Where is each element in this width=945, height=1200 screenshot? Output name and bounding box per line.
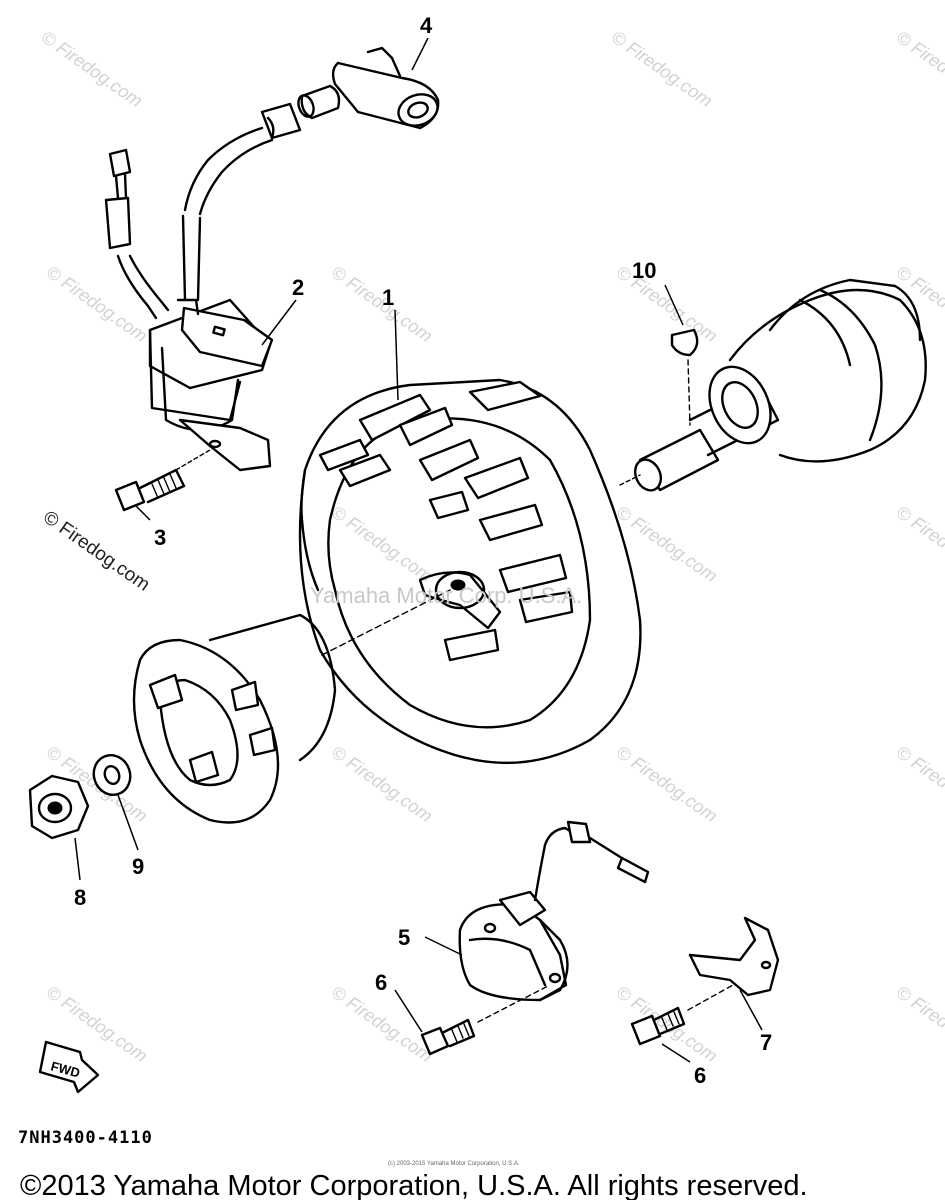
callout-7: 7 xyxy=(760,1030,772,1055)
watermark: © Firedog.com xyxy=(893,27,945,111)
fwd-arrow-icon: FWD xyxy=(38,1040,100,1094)
callout-6-right: 6 xyxy=(694,1063,706,1088)
watermark: © Firedog.com xyxy=(893,742,945,826)
callout-8: 8 xyxy=(74,885,86,910)
watermark: © Firedog.com xyxy=(613,742,721,826)
watermark-dark: © Firedog.com xyxy=(39,507,153,596)
callouts: 1 2 3 4 5 6 6 7 8 9 10 xyxy=(74,13,772,1088)
drawing-code: 7NH3400-4110 xyxy=(18,1128,153,1148)
plate-part-7 xyxy=(688,916,780,1031)
callout-2: 2 xyxy=(292,275,304,300)
woodruff-key-part-10 xyxy=(664,284,699,426)
watermark: © Firedog.com xyxy=(328,742,436,826)
bolt-part-3 xyxy=(114,446,216,512)
nut-part-8 xyxy=(28,774,90,881)
watermark: © Firedog.com xyxy=(893,982,945,1066)
center-watermark: Yamaha Motor Corp. U.S.A. xyxy=(310,583,582,608)
pulser-coil-part-5 xyxy=(424,820,650,1002)
rotor-ring xyxy=(132,613,337,824)
watermark: © Firedog.com xyxy=(893,502,945,586)
callout-4: 4 xyxy=(420,13,433,38)
watermark: © Firedog.com xyxy=(613,262,721,346)
watermark: © Firedog.com xyxy=(328,502,436,586)
ignition-coil-part-2 xyxy=(148,298,274,472)
bolt-part-6-right xyxy=(630,969,761,1063)
crankshaft xyxy=(619,278,927,492)
bolt-part-6-left xyxy=(394,984,551,1056)
washer-part-9 xyxy=(92,754,139,851)
flywheel-part-1 xyxy=(298,309,642,764)
watermark: © Firedog.com xyxy=(38,27,146,111)
watermark: © Firedog.com xyxy=(613,982,721,1066)
copyright-footer: ©2013 Yamaha Motor Corporation, U.S.A. A… xyxy=(20,1170,808,1200)
callout-9: 9 xyxy=(132,854,144,879)
watermark: © Firedog.com xyxy=(43,262,151,346)
spark-plug-cap-part-4 xyxy=(181,46,440,302)
callout-3: 3 xyxy=(154,525,166,550)
small-copyright-notice: (c) 2003-2015 Yamaha Motor Corporation, … xyxy=(388,1161,520,1167)
coil-lead-wire xyxy=(104,148,170,320)
callout-10: 10 xyxy=(632,258,656,283)
callout-6-left: 6 xyxy=(375,970,387,995)
watermark: © Firedog.com xyxy=(608,27,716,111)
callout-5: 5 xyxy=(398,925,410,950)
callout-1: 1 xyxy=(382,285,394,310)
watermark: © Firedog.com xyxy=(613,502,721,586)
fwd-label: FWD xyxy=(49,1058,81,1080)
